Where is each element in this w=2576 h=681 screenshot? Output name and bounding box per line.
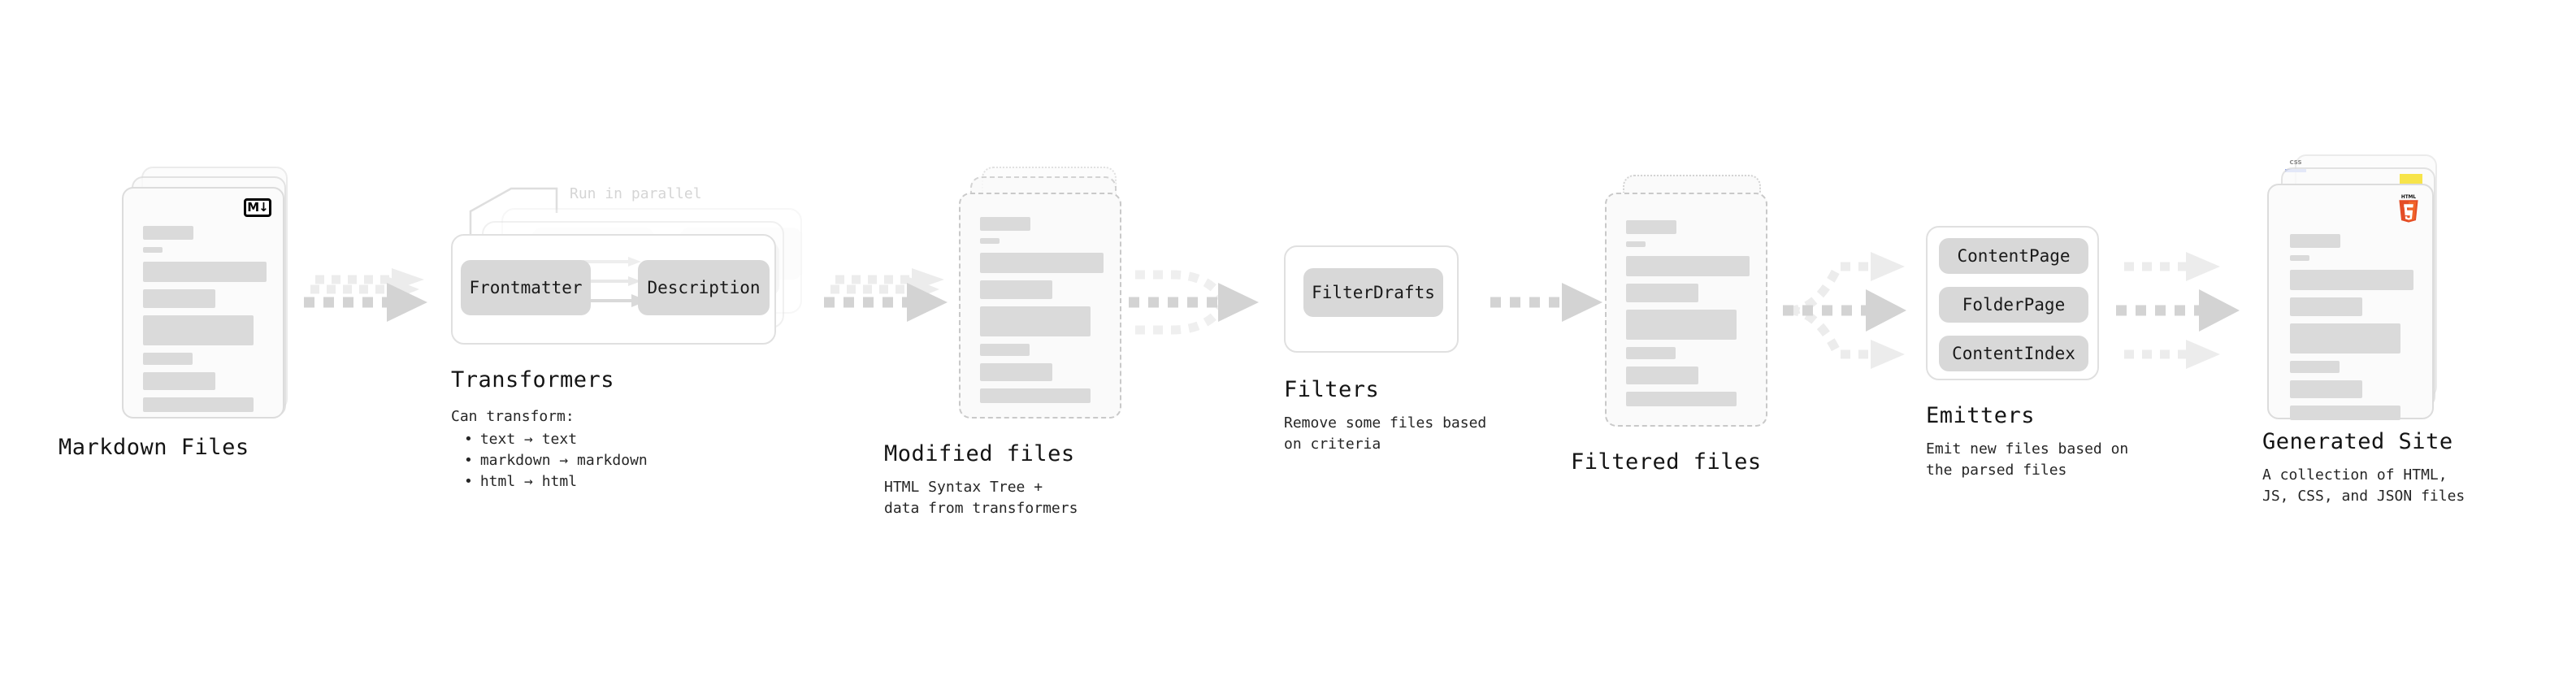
connector-branch-middle bbox=[2116, 289, 2240, 332]
filtered-card-lines bbox=[1626, 220, 1750, 414]
stage-modified-files: Modified files HTML Syntax Tree + data f… bbox=[884, 167, 1146, 517]
stage-generated-site: CSS HTML bbox=[2262, 154, 2465, 505]
css-badge-label: CSS bbox=[2289, 159, 2302, 166]
parallel-bracket bbox=[469, 187, 558, 234]
list-item: html → html bbox=[464, 471, 648, 492]
generated-card-lines bbox=[2290, 234, 2416, 427]
emitter-chip-folderpage[interactable]: FolderPage bbox=[1939, 287, 2088, 323]
filters-description: Remove some files based on criteria bbox=[1284, 414, 1487, 453]
page-title-modified-files: Modified files bbox=[884, 441, 1075, 466]
generated-card-stack: CSS HTML bbox=[2267, 154, 2462, 423]
connector-filters-to-filtered bbox=[1490, 283, 1602, 322]
fanout-trunk bbox=[1783, 289, 1906, 332]
transformer-chip-frontmatter[interactable]: Frontmatter bbox=[461, 260, 591, 315]
transformers-caption-head: Can transform: bbox=[451, 408, 575, 425]
page-title-transformers: Transformers bbox=[451, 367, 615, 393]
emitter-chip-contentpage-label: ContentPage bbox=[1957, 246, 2071, 266]
connector-modified-to-filters bbox=[1129, 270, 1259, 335]
page-title-emitters: Emitters bbox=[1926, 403, 2036, 428]
markdown-card-front: M↓ bbox=[122, 187, 284, 419]
page-title-filtered-files: Filtered files bbox=[1571, 449, 1762, 475]
filters-box: FilterDrafts bbox=[1284, 245, 1459, 353]
connector-branch-top bbox=[2124, 252, 2220, 281]
list-item: text → text bbox=[464, 429, 648, 450]
emitters-box: ContentPage FolderPage ContentIndex bbox=[1926, 226, 2099, 380]
modified-card-stack bbox=[959, 167, 1146, 427]
run-in-parallel-hint: Run in parallel bbox=[570, 185, 702, 202]
filtered-card-stack bbox=[1605, 175, 1784, 435]
html5-shield: HTML bbox=[2399, 195, 2418, 223]
emitters-description: Emit new files based on the parsed files bbox=[1926, 440, 2129, 479]
fanout-branches bbox=[1789, 252, 1905, 369]
page-title-generated-site: Generated Site bbox=[2262, 429, 2453, 454]
page-title-filters: Filters bbox=[1284, 377, 1380, 402]
emitter-chip-folderpage-label: FolderPage bbox=[1962, 295, 2066, 314]
filter-chip-filterdrafts-label: FilterDrafts bbox=[1312, 283, 1435, 302]
filter-chip-filterdrafts[interactable]: FilterDrafts bbox=[1303, 268, 1443, 317]
merge-trunk bbox=[1129, 283, 1259, 322]
transformer-chip-frontmatter-label: Frontmatter bbox=[469, 278, 583, 297]
emitter-chip-contentindex[interactable]: ContentIndex bbox=[1939, 336, 2088, 371]
markdown-card-lines bbox=[143, 226, 267, 419]
stage-markdown-files: M↓ Markdown Files bbox=[59, 167, 309, 460]
markdown-icon: M↓ bbox=[244, 198, 271, 217]
emitter-chip-contentpage[interactable]: ContentPage bbox=[1939, 238, 2088, 274]
filtered-card-front bbox=[1605, 193, 1767, 427]
transformer-chip-description-label: Description bbox=[647, 278, 761, 297]
connector-markdown-to-transformers bbox=[304, 268, 427, 322]
connector-layer-front bbox=[304, 283, 427, 322]
modified-card-front bbox=[959, 193, 1121, 419]
transformer-layer-1: Frontmatter Description bbox=[451, 234, 776, 345]
emitter-chip-contentindex-label: ContentIndex bbox=[1952, 344, 2075, 363]
html5-icon: HTML bbox=[2396, 193, 2421, 223]
list-item: markdown → markdown bbox=[464, 450, 648, 471]
generated-card-html: HTML bbox=[2267, 184, 2434, 420]
svg-text:HTML: HTML bbox=[2401, 195, 2417, 200]
transformers-bullet-list: text → text markdown → markdown html → h… bbox=[464, 429, 648, 492]
markdown-badge-label: M bbox=[247, 200, 259, 215]
page-title-markdown-files: Markdown Files bbox=[59, 435, 249, 460]
connector-transformers-to-modified bbox=[824, 268, 948, 322]
stage-filtered-files: Filtered files bbox=[1571, 175, 1784, 475]
connector-filtered-to-emitters bbox=[1783, 252, 1906, 369]
modified-card-lines bbox=[980, 217, 1104, 410]
markdown-card-stack: M↓ bbox=[122, 167, 309, 419]
connector-emitters-to-generated bbox=[2116, 252, 2240, 369]
connector-branch-bottom bbox=[2124, 340, 2220, 369]
transformer-chip-description[interactable]: Description bbox=[638, 260, 770, 315]
modified-files-description: HTML Syntax Tree + data from transformer… bbox=[884, 479, 1078, 517]
connector-layer-front bbox=[824, 283, 948, 322]
generated-site-description: A collection of HTML, JS, CSS, and JSON … bbox=[2262, 466, 2465, 505]
connector-layer-front bbox=[1490, 283, 1602, 322]
